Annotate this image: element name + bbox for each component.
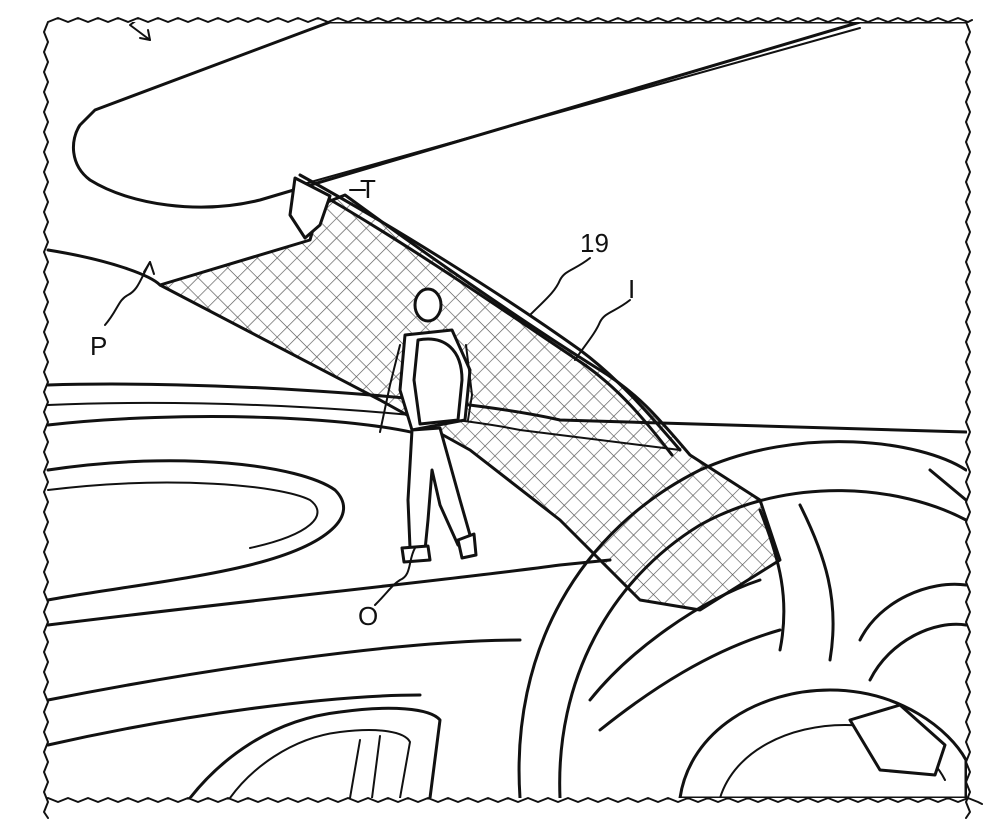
roof-liner <box>46 248 162 287</box>
pedestrian-legs <box>406 426 472 552</box>
instrument-binnacle <box>858 582 967 682</box>
pedestrian-shoe-left <box>400 544 432 564</box>
pillar-tab <box>288 176 332 240</box>
steering-wheel-rim-outer <box>517 440 967 798</box>
leader-19 <box>529 257 591 316</box>
leader-i <box>574 299 631 361</box>
door-vent-slot <box>349 735 381 798</box>
sun-visor <box>71 22 862 209</box>
door-vent-outer <box>188 706 442 798</box>
leader-z-arrow <box>139 29 151 41</box>
pedestrian <box>379 287 478 564</box>
label-19: 19 <box>580 228 609 258</box>
pillar-trim-outer <box>298 173 682 452</box>
dashboard-lower <box>46 693 422 747</box>
steering-wheel-spoke-right <box>758 503 835 662</box>
pillar-trim-inner <box>308 186 674 457</box>
label-i: I <box>628 274 635 304</box>
right-window-line <box>928 468 967 502</box>
break-line-border <box>43 17 983 819</box>
label-o: O <box>358 601 378 631</box>
dashboard-mid <box>46 638 522 702</box>
sun-visor-inner-edge <box>299 27 861 186</box>
road-curve <box>46 459 346 602</box>
label-p: P <box>90 331 107 361</box>
horizon-line-upper <box>46 382 967 434</box>
leader-p-arrow <box>143 261 155 275</box>
leader-o <box>374 547 416 606</box>
label-t: T <box>360 174 376 204</box>
pedestrian-arm-left <box>379 344 401 433</box>
steering-wheel-spoke-left <box>588 578 782 732</box>
door-vent-inner <box>229 729 411 798</box>
leader-p <box>104 261 151 326</box>
stalk-right <box>848 703 947 777</box>
steering-wheel-rim-inner <box>558 489 967 798</box>
dashboard-top <box>46 558 612 627</box>
leader-z <box>129 22 151 41</box>
road-curve-inner <box>47 481 319 549</box>
pedestrian-head <box>413 287 443 323</box>
road-edge-line <box>46 415 442 442</box>
pedestrian-arm-right <box>465 344 473 421</box>
pedestrian-backpack <box>412 337 464 426</box>
pedestrian-shoe-right <box>456 532 478 560</box>
horizon-line-lower <box>47 402 681 451</box>
